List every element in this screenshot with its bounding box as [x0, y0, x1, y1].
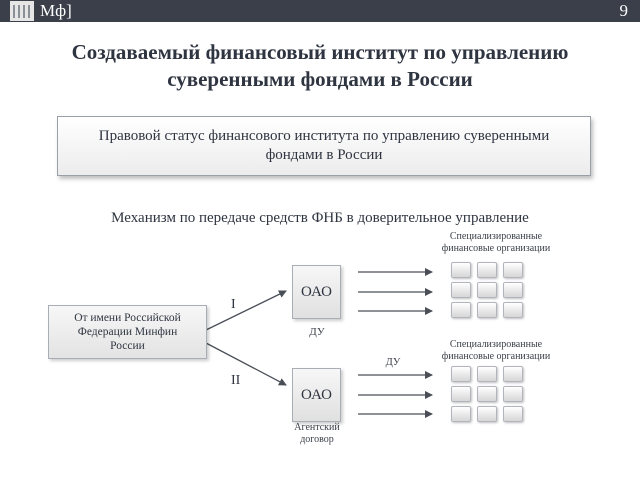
org-cell	[503, 406, 523, 422]
orgs-label-2-line-2: финансовые организации	[441, 351, 551, 362]
source-box-minfin: От имени Российской Федерации Минфин Рос…	[48, 305, 207, 359]
source-line-1: От имени Российской	[74, 312, 181, 324]
org-cell	[477, 302, 497, 318]
org-cell	[477, 262, 497, 278]
orgs-label-2: Специализированные финансовые организаци…	[418, 339, 574, 363]
orgs-grid-1	[451, 262, 523, 318]
ministry-building-icon	[10, 1, 34, 21]
slide-number: 9	[619, 1, 629, 20]
page-title: Создаваемый финансовый институт по управ…	[0, 39, 640, 93]
orgs-label-2-line-1: Специализированные	[449, 339, 543, 350]
branch-2-roman: II	[231, 373, 241, 388]
org-cell	[503, 262, 523, 278]
title-line-2: суверенными фондами в России	[167, 67, 473, 91]
org-cell	[477, 366, 497, 382]
org-cell	[503, 366, 523, 382]
legal-status-line-1: Правовой статус финансового института по…	[98, 128, 550, 144]
brand-logo-text: Мф]	[40, 1, 72, 20]
mechanism-caption: Механизм по передаче средств ФНБ в довер…	[111, 210, 529, 226]
org-cell	[451, 386, 471, 402]
org-cell	[451, 262, 471, 278]
legal-status-box: Правовой статус финансового института по…	[57, 116, 591, 176]
orgs-grid-2	[451, 366, 523, 422]
oao-2-contract-line-2: договор	[300, 434, 334, 445]
org-cell	[503, 386, 523, 402]
top-bar: Мф] 9	[0, 0, 640, 22]
arrow-source-to-oao-2	[205, 342, 287, 386]
oao-2-label: ОАО	[300, 386, 332, 403]
title-line-1: Создаваемый финансовый институт по управ…	[71, 40, 569, 64]
orgs-label-1-line-2: финансовые организации	[441, 243, 551, 254]
orgs-label-1-line-1: Специализированные	[449, 231, 543, 242]
arrow-du-label: ДУ	[385, 357, 401, 368]
arrow-source-to-oao-1	[205, 290, 287, 331]
oao-1-label: ОАО	[300, 283, 332, 300]
oao-box-1: ОАО	[292, 265, 341, 319]
org-cell	[503, 282, 523, 298]
oao-2-contract-label: Агентский договор	[282, 422, 352, 446]
org-cell	[503, 302, 523, 318]
org-cell	[451, 366, 471, 382]
oao-box-2: ОАО	[292, 368, 341, 422]
org-cell	[451, 406, 471, 422]
org-cell	[477, 406, 497, 422]
org-cell	[477, 282, 497, 298]
legal-status-line-2: фондами в России	[265, 147, 383, 163]
oao-1-contract-label: ДУ	[309, 326, 325, 338]
org-cell	[451, 302, 471, 318]
oao-2-contract-line-1: Агентский	[294, 422, 340, 433]
source-line-2: Федерации Минфин	[77, 326, 178, 338]
branch-1-roman: I	[231, 297, 236, 312]
orgs-label-1: Специализированные финансовые организаци…	[418, 231, 574, 255]
source-line-3: России	[110, 340, 145, 352]
org-cell	[451, 282, 471, 298]
org-cell	[477, 386, 497, 402]
